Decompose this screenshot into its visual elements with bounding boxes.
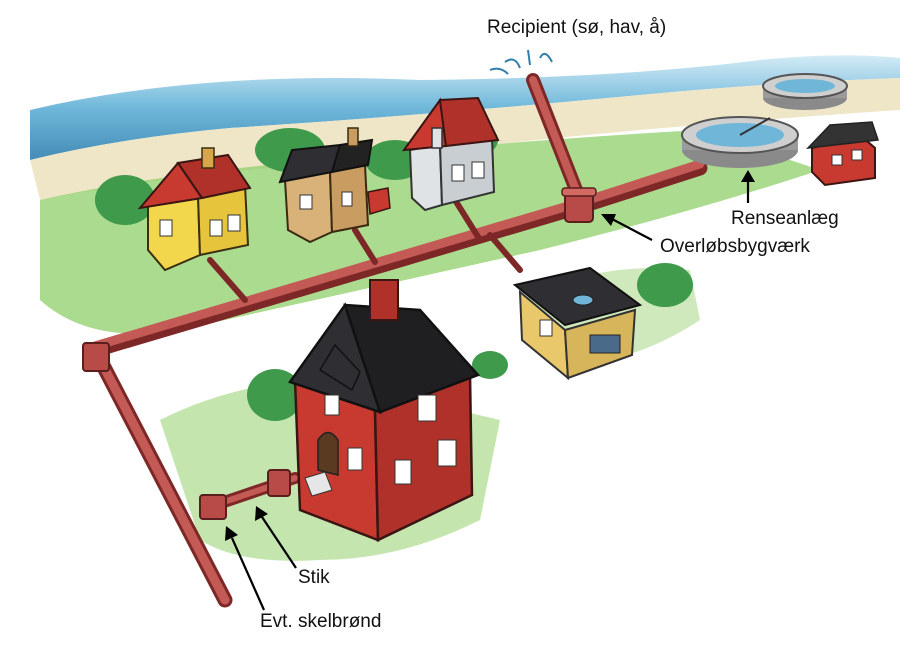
house-tan bbox=[278, 127, 391, 244]
house-yellow bbox=[137, 147, 252, 272]
treatment-plant bbox=[681, 73, 880, 187]
label-recipient: Recipient (sø, hav, å) bbox=[487, 17, 667, 38]
outlet-splash bbox=[489, 49, 553, 75]
annotation-arrows bbox=[225, 170, 755, 611]
recipient-outlet-pipe bbox=[526, 73, 585, 202]
house-red-front bbox=[287, 279, 481, 542]
service-connections bbox=[207, 197, 523, 303]
house-flat-roof bbox=[512, 266, 643, 381]
house-grey bbox=[401, 96, 500, 212]
label-overlobsbygvaerk: Overløbsbygværk bbox=[660, 236, 810, 257]
corner-manhole bbox=[82, 342, 110, 372]
label-skelbrond: Evt. skelbrønd bbox=[260, 611, 382, 632]
label-renseanlaeg: Renseanlæg bbox=[731, 208, 839, 229]
overflow-structure bbox=[561, 187, 597, 223]
label-stik: Stik bbox=[298, 567, 330, 588]
front-connection-pipe bbox=[199, 469, 301, 520]
